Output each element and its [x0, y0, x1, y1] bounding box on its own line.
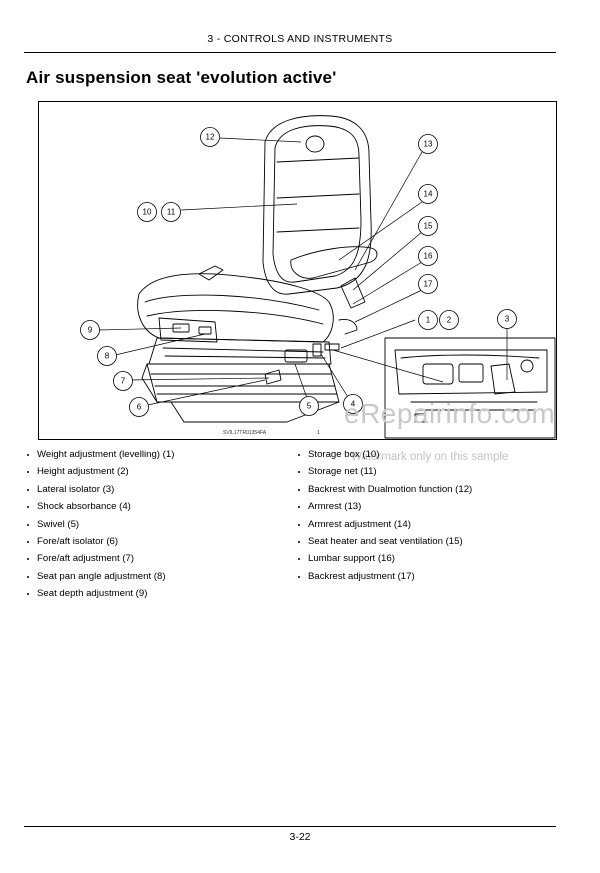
callout-3: 3 — [497, 309, 517, 329]
legend-list-right: Storage box (10) Storage net (11) Backre… — [297, 446, 472, 585]
figure-code: SVIL17TR01354FA — [223, 430, 267, 436]
svg-text:15: 15 — [424, 222, 433, 231]
list-item: Backrest with Dualmotion function (12) — [297, 481, 472, 498]
list-item: Backrest adjustment (17) — [297, 568, 472, 585]
header-rule — [24, 52, 556, 53]
list-item: Lumbar support (16) — [297, 550, 472, 567]
svg-text:6: 6 — [137, 403, 142, 412]
svg-text:4: 4 — [351, 400, 356, 409]
svg-text:9: 9 — [88, 326, 93, 335]
list-item: Shock absorbance (4) — [26, 498, 174, 515]
legend-list-left: Weight adjustment (levelling) (1) Height… — [26, 446, 174, 603]
list-item: Seat depth adjustment (9) — [26, 585, 174, 602]
seat-illustration: 12 10 11 13 14 15 16 17 1 2 3 9 8 7 6 5 … — [80, 115, 556, 439]
svg-text:16: 16 — [424, 252, 433, 261]
list-item: Seat heater and seat ventilation (15) — [297, 533, 472, 550]
callout-11: 11 — [161, 202, 181, 222]
list-item: Storage box (10) — [297, 446, 472, 463]
svg-text:1: 1 — [426, 316, 431, 325]
list-item: Storage net (11) — [297, 463, 472, 480]
callout-12: 12 — [200, 127, 220, 147]
watermark-brand: eRepairinfo.com — [344, 398, 556, 429]
seat-backrest — [262, 115, 372, 295]
callout-4: 4 — [343, 394, 363, 414]
svg-text:7: 7 — [121, 377, 126, 386]
svg-text:12: 12 — [206, 133, 215, 142]
callout-1: 1 — [418, 310, 438, 330]
svg-text:3: 3 — [505, 315, 510, 324]
callout-15: 15 — [418, 216, 438, 236]
armrest — [290, 246, 378, 279]
callout-5: 5 — [299, 396, 319, 416]
list-item: Height adjustment (2) — [26, 463, 174, 480]
list-item: Fore/aft adjustment (7) — [26, 550, 174, 567]
section-title: Air suspension seat 'evolution active' — [26, 68, 337, 87]
watermark-notice: Watermark only on this sample — [351, 451, 509, 463]
svg-text:2: 2 — [447, 316, 452, 325]
list-item: Armrest adjustment (14) — [297, 516, 472, 533]
list-item: Weight adjustment (levelling) (1) — [26, 446, 174, 463]
callout-10: 10 — [137, 202, 157, 222]
callout-13: 13 — [418, 134, 438, 154]
seat-cushion — [137, 273, 334, 343]
svg-text:8: 8 — [105, 352, 110, 361]
svg-text:14: 14 — [424, 190, 433, 199]
list-item: Seat pan angle adjustment (8) — [26, 568, 174, 585]
svg-text:10: 10 — [143, 208, 152, 217]
inset-detail-frame — [384, 337, 556, 439]
list-item: Armrest (13) — [297, 498, 472, 515]
list-item: Swivel (5) — [26, 516, 174, 533]
callout-6: 6 — [129, 397, 149, 417]
svg-text:13: 13 — [424, 140, 433, 149]
callout-2: 2 — [439, 310, 459, 330]
page-number: 3-22 — [289, 831, 311, 843]
svg-text:17: 17 — [424, 280, 433, 289]
seat-figure: 12 10 11 13 14 15 16 17 1 2 3 9 8 7 6 5 … — [38, 101, 557, 440]
callout-labels: 12 10 11 13 14 15 16 17 1 2 3 9 8 7 6 5 … — [80, 127, 517, 417]
svg-text:11: 11 — [167, 208, 176, 217]
callout-9: 9 — [80, 320, 100, 340]
footer-rule — [24, 826, 556, 827]
callout-14: 14 — [418, 184, 438, 204]
list-item: Lateral isolator (3) — [26, 481, 174, 498]
page-header: 3 - CONTROLS AND INSTRUMENTS — [207, 33, 393, 45]
callout-8: 8 — [97, 346, 117, 366]
callout-17: 17 — [418, 274, 438, 294]
figure-number: 1 — [317, 430, 320, 436]
callout-16: 16 — [418, 246, 438, 266]
svg-text:5: 5 — [307, 402, 312, 411]
list-item: Fore/aft isolator (6) — [26, 533, 174, 550]
callout-7: 7 — [113, 371, 133, 391]
